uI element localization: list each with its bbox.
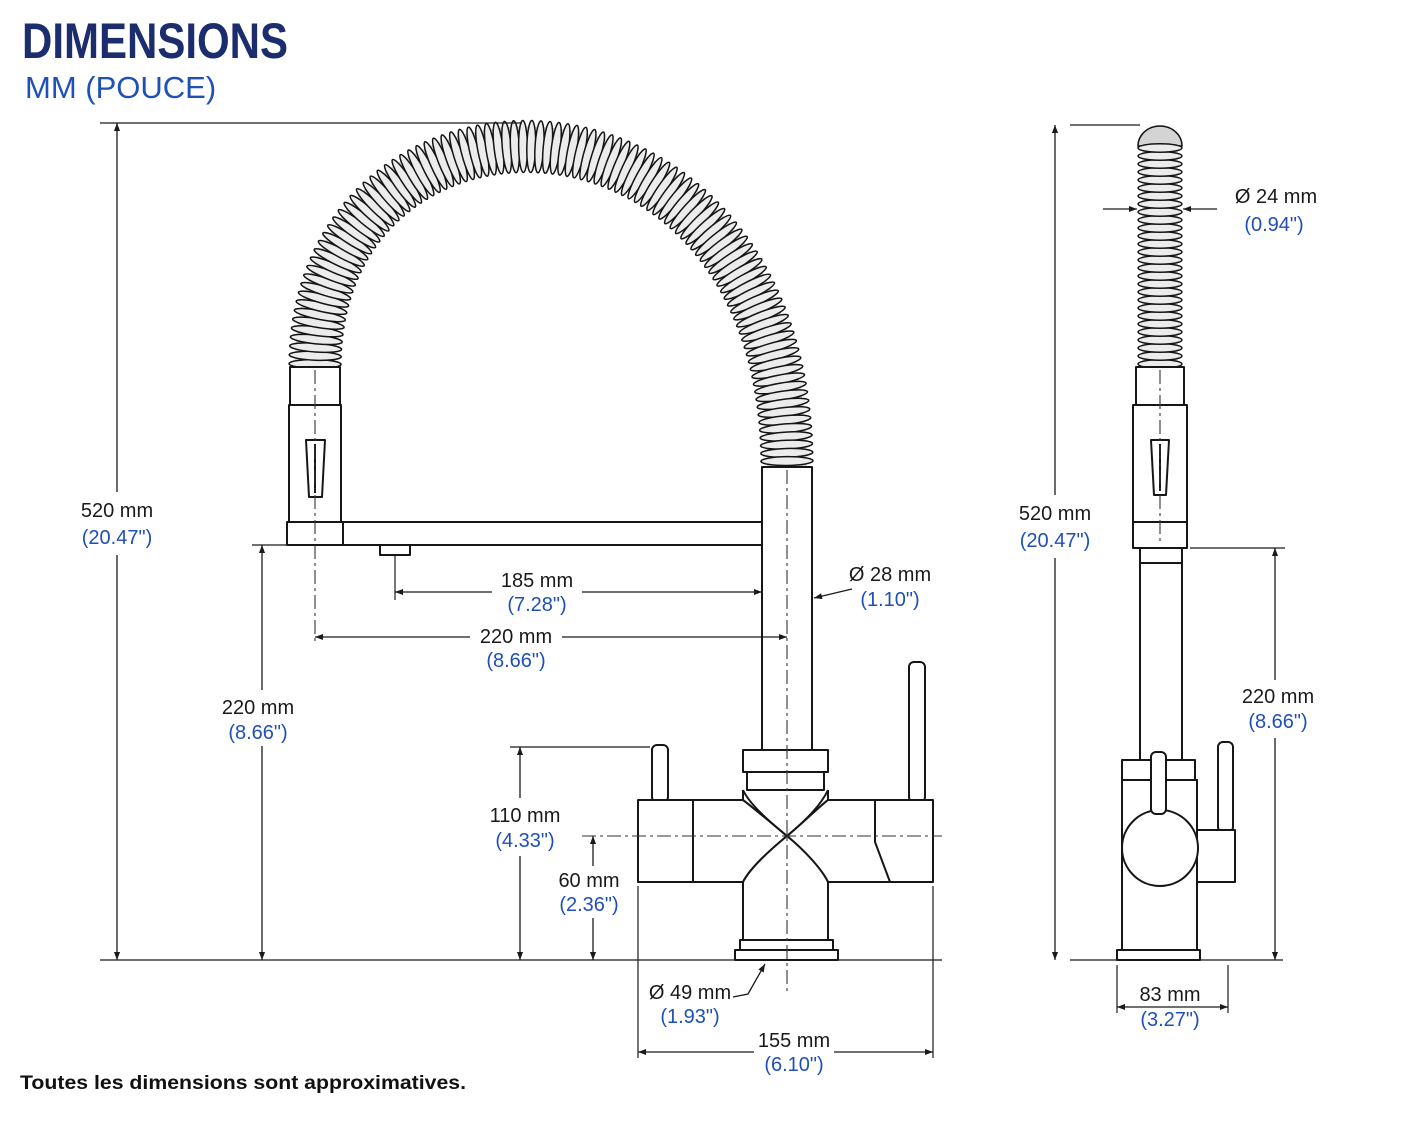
spring-coil-loop <box>1137 247 1183 257</box>
side-spout-height-in: (8.66") <box>1248 711 1307 733</box>
spring-coil-loop <box>1137 335 1183 345</box>
side-view: Ø 24 mm (0.94") 520 mm (20.47") 220 mm (… <box>1019 124 1317 1031</box>
spring-coil-loop <box>1137 167 1183 177</box>
side-right-lever <box>1217 741 1234 833</box>
body-ring <box>746 771 825 791</box>
spring-coil-loop <box>1137 287 1183 297</box>
body-cartridge-lines <box>692 800 891 883</box>
aerator-nozzle <box>379 544 411 556</box>
spring-coil-loop <box>1137 255 1183 265</box>
base-diameter-mm: Ø 49 mm <box>649 982 731 1004</box>
side-spout-height-mm: 220 mm <box>1242 686 1314 708</box>
spout-height-in: (8.66") <box>228 722 287 744</box>
page-title: DIMENSIONS <box>22 13 288 69</box>
spring-coil-loop <box>1137 159 1183 169</box>
spring-coil-loop <box>1137 191 1183 201</box>
body-width-in: (6.10") <box>764 1054 823 1076</box>
overall-height-mm: 520 mm <box>81 500 153 522</box>
side-left-lever <box>1150 751 1167 815</box>
hose-diameter-mm: Ø 24 mm <box>1235 186 1317 208</box>
front-view: 520 mm (20.47") 220 mm (8.66") 185 mm (7… <box>81 119 942 1076</box>
spring-coil-loop <box>1137 271 1183 281</box>
spring-coil-loop <box>1137 151 1183 161</box>
pipe-diameter-mm: Ø 28 mm <box>849 564 931 586</box>
side-spring-coils <box>1137 143 1183 369</box>
base-diameter-in: (1.93") <box>660 1006 719 1028</box>
spring-coil-loop <box>1137 175 1183 185</box>
spray-reach-in: (8.66") <box>486 650 545 672</box>
spring-coil-loop <box>1137 351 1183 361</box>
side-coil-cap <box>1137 125 1183 147</box>
side-base-plate <box>1116 949 1201 961</box>
spring-hose-front <box>288 119 814 468</box>
side-sprayer-collar <box>1135 366 1185 406</box>
spring-coil-loop <box>1137 263 1183 273</box>
side-main-pipe <box>1139 547 1183 761</box>
aerator-reach-mm: 185 mm <box>501 570 573 592</box>
aerator-reach-in: (7.28") <box>507 594 566 616</box>
right-lever <box>908 661 926 803</box>
pipe-diameter-leader <box>813 588 853 600</box>
body-width-mm: 155 mm <box>758 1030 830 1052</box>
hose-diameter-in: (0.94") <box>1244 214 1303 236</box>
side-cartridge-cap <box>1121 809 1199 887</box>
spring-hose-side <box>1137 125 1183 369</box>
spring-coil-loop <box>1137 223 1183 233</box>
spring-coil-loop <box>1137 311 1183 321</box>
pipe-diameter-in: (1.10") <box>860 589 919 611</box>
spring-coil-loop <box>1137 279 1183 289</box>
body-depth-mm: 83 mm <box>1139 984 1200 1006</box>
spout-height-mm: 220 mm <box>222 697 294 719</box>
body-center-mm: 60 mm <box>558 870 619 892</box>
spring-coil-loop <box>1137 327 1183 337</box>
lever-height-mm: 110 mm <box>490 805 561 827</box>
side-overall-height-mm: 520 mm <box>1019 503 1091 525</box>
spring-coil-loop <box>1137 215 1183 225</box>
spring-coil-loop <box>1137 207 1183 217</box>
body-depth-in: (3.27") <box>1140 1009 1199 1031</box>
spring-coil-loop <box>760 455 814 467</box>
body-collar <box>742 749 829 773</box>
spout-arm <box>286 521 771 546</box>
unit-subtitle: MM (POUCE) <box>25 70 216 105</box>
overall-height-in: (20.47") <box>82 527 152 549</box>
spring-coil-loop <box>1137 319 1183 329</box>
spring-coils <box>288 119 814 467</box>
spring-coil-loop <box>1137 295 1183 305</box>
spring-coil-loop <box>1137 239 1183 249</box>
body-center-in: (2.36") <box>559 894 618 916</box>
left-lever <box>651 744 669 803</box>
side-overall-height-in: (20.47") <box>1020 530 1090 552</box>
approximate-dimensions-note: Toutes les dimensions sont approximative… <box>20 1073 466 1094</box>
spring-coil-loop <box>1137 183 1183 193</box>
spray-reach-mm: 220 mm <box>480 626 552 648</box>
spring-coil-loop <box>1137 231 1183 241</box>
spring-coil-loop <box>1137 199 1183 209</box>
spring-coil-loop <box>1137 303 1183 313</box>
spring-coil-loop <box>1137 143 1183 153</box>
body-upper-intersection <box>742 789 829 837</box>
lever-height-in: (4.33") <box>495 830 554 852</box>
side-lever-block <box>1196 829 1236 883</box>
base-diameter-leader <box>732 963 766 998</box>
spring-coil-loop <box>1137 343 1183 353</box>
